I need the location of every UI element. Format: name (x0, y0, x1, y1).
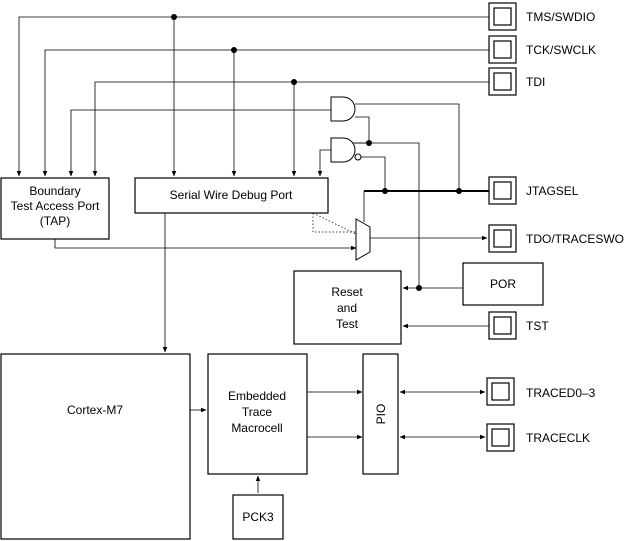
block-cortex-m7: Cortex-M7 (0, 353, 191, 540)
etm-line-2: Trace (242, 405, 273, 419)
tap-line-3: (TAP) (40, 214, 70, 228)
junction-dot (291, 79, 297, 85)
junction-dot (416, 285, 422, 291)
pin-label-tdo: TDO/TRACESWO (526, 232, 624, 246)
etm-line-1: Embedded (228, 389, 286, 403)
wire-and1-in-jtagsel (355, 103, 460, 191)
junction-dot (231, 47, 237, 53)
wire-swdp-swo-2 (312, 212, 357, 235)
tdo-multiplexer (355, 218, 371, 261)
pio-label: PIO (374, 404, 388, 425)
block-tap: Boundary Test Access Port (TAP) (0, 177, 110, 240)
block-por: POR (462, 262, 544, 306)
etm-line-3: Macrocell (231, 421, 282, 435)
block-pck3: PCK3 (232, 494, 284, 540)
swdp-label: Serial Wire Debug Port (170, 188, 293, 202)
pin-tck-swclk: TCK/SWCLK (488, 35, 596, 64)
tap-line-2: Test Access Port (11, 199, 100, 213)
reset-line-3: Test (336, 317, 359, 331)
pin-jtagsel: JTAGSEL (488, 176, 579, 205)
reset-line-1: Reset (331, 285, 363, 299)
pck3-label: PCK3 (242, 510, 274, 524)
wire-tck (42, 49, 489, 177)
block-reset-and-test: Reset and Test (293, 270, 402, 345)
junction-dots (171, 14, 462, 291)
wire-and2-in-reset (355, 142, 420, 288)
and-gate-tap-select (330, 96, 356, 122)
pin-label-tst: TST (526, 319, 549, 333)
pin-traceclk: TRACECLK (486, 423, 590, 452)
pin-label-tdi: TDI (526, 75, 545, 89)
wire-and1-out (68, 109, 331, 177)
por-label: POR (490, 277, 516, 291)
block-pio: PIO (362, 353, 399, 475)
wire-and2-in-jtagsel (359, 156, 386, 191)
junction-dot (456, 188, 462, 194)
junction-dot (171, 14, 177, 20)
junction-dot (382, 188, 388, 194)
wire-tap-tdo (54, 239, 357, 251)
pin-label-tck: TCK/SWCLK (526, 43, 596, 57)
wire-and2-out (317, 149, 331, 177)
inverter-bubble (354, 153, 362, 161)
pin-label-tms: TMS/SWDIO (526, 10, 595, 24)
pin-tst: TST (488, 311, 549, 340)
pin-traced0-3: TRACED0–3 (486, 377, 596, 406)
tap-line-1: Boundary (29, 184, 80, 198)
reset-line-2: and (337, 301, 357, 315)
pin-label-jtagsel: JTAGSEL (526, 184, 579, 198)
block-embedded-trace-macrocell: Embedded Trace Macrocell (207, 353, 308, 475)
wire-swdp-swo (312, 213, 356, 233)
pin-tdi: TDI (488, 67, 545, 96)
junction-dot (366, 140, 372, 146)
pin-tms-swdio: TMS/SWDIO (488, 2, 595, 31)
pin-label-traced: TRACED0–3 (526, 386, 596, 400)
pin-tdo-traceswo: TDO/TRACESWO (488, 224, 624, 253)
pin-label-traceclk: TRACECLK (526, 431, 590, 445)
signal-wires (16, 16, 489, 493)
wire-tms (16, 16, 489, 177)
and-gate-swdp-select (330, 137, 356, 163)
block-serial-wire-debug-port: Serial Wire Debug Port (134, 177, 329, 214)
cortex-label: Cortex-M7 (67, 403, 123, 417)
wire-tdi (92, 81, 489, 177)
